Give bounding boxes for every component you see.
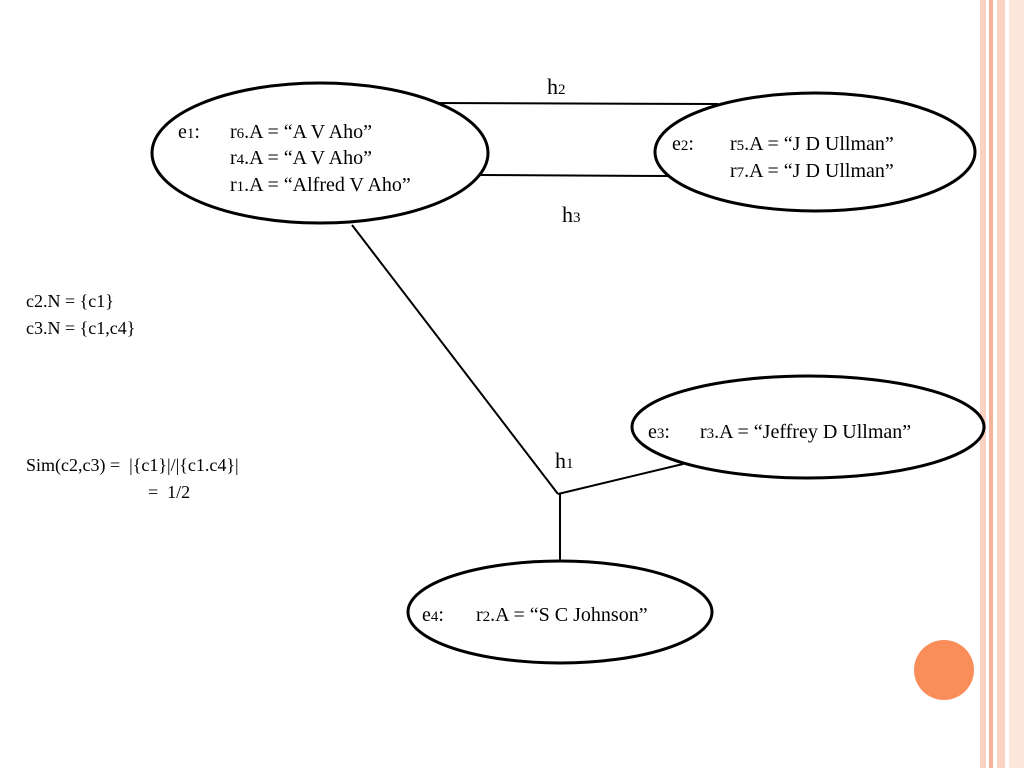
- node-e4-row-1: r2.A = “S C Johnson”: [476, 604, 648, 626]
- node-e1-row-1: r6.A = “A V Aho”: [230, 121, 372, 143]
- node-e2-row-2: r7.A = “J D Ullman”: [730, 160, 894, 182]
- edge-h1-e3-line: [557, 463, 684, 495]
- note-sim-line1: Sim(c2,c3) = |{c1}|/|{c1.c4}|: [26, 455, 239, 475]
- right-stripe-edge: [1009, 0, 1024, 768]
- right-stripe-mid: [989, 0, 993, 768]
- edge-h2-label: h2: [547, 74, 566, 99]
- node-e4-ellipse: [406, 559, 714, 665]
- node-e3-ellipse: [630, 374, 986, 480]
- note-c2n: c2.N = {c1}: [26, 291, 114, 311]
- edge-h3-label: h3: [562, 202, 581, 227]
- node-e2-ellipse: [653, 91, 977, 213]
- edge-h3-line: [479, 174, 671, 177]
- edge-e1-h1-line: [351, 224, 559, 495]
- right-stripe-outer: [980, 0, 986, 768]
- node-e1-id: e1:: [178, 121, 200, 143]
- edge-h1-label: h1: [555, 448, 574, 473]
- node-e1-row-3: r1.A = “Alfred V Aho”: [230, 174, 411, 196]
- node-e1-row-2: r4.A = “A V Aho”: [230, 147, 372, 169]
- node-e3-id: e3:: [648, 421, 670, 443]
- right-stripe-inner: [997, 0, 1005, 768]
- node-e1-ellipse: [150, 81, 490, 225]
- orange-circle-decoration: [914, 640, 974, 700]
- node-e2-id: e2:: [672, 133, 694, 155]
- note-sim-line2: = 1/2: [148, 482, 191, 502]
- note-c3n: c3.N = {c1,c4}: [26, 318, 136, 338]
- node-e2-row-1: r5.A = “J D Ullman”: [730, 133, 894, 155]
- node-e3-row-1: r3.A = “Jeffrey D Ullman”: [700, 421, 911, 443]
- node-e4-id: e4:: [422, 604, 444, 626]
- edge-h2-line: [429, 102, 719, 105]
